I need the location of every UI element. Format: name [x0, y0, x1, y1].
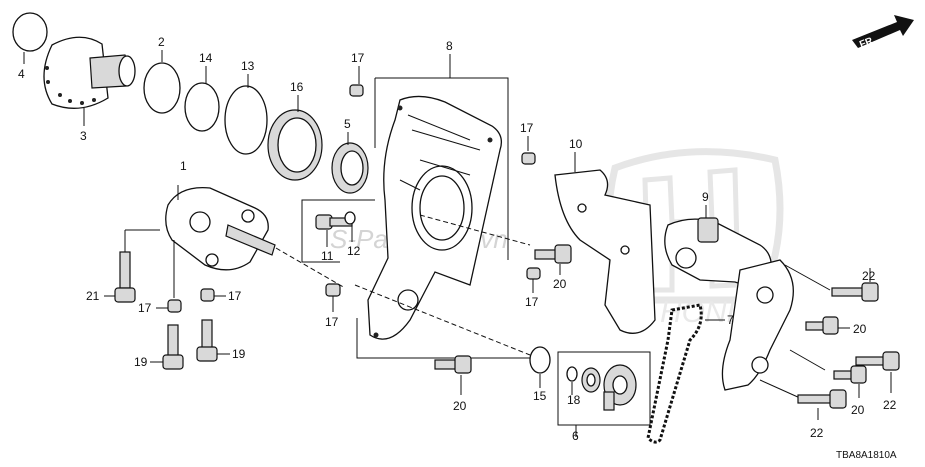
label-part-7: 7	[727, 313, 734, 327]
bolt-part-20-plate	[534, 244, 572, 264]
diagram-code: TBA8A1810A	[836, 450, 897, 461]
label-part-13: 13	[241, 59, 255, 73]
seal-ring-part-14	[184, 82, 220, 132]
stator-shaft-part-3	[43, 36, 136, 109]
drive-gear-part-6	[557, 351, 651, 426]
bolt-part-11	[315, 214, 353, 230]
separator-plate-assembly-part-8	[301, 54, 540, 359]
plate-part-10	[554, 169, 656, 334]
label-part-2: 2	[158, 35, 165, 49]
label-part-19-a: 19	[134, 355, 148, 369]
o-ring-part-4	[12, 12, 48, 52]
label-part-16: 16	[290, 80, 304, 94]
label-part-17-right: 17	[520, 121, 534, 135]
bolt-part-19-b	[196, 319, 218, 362]
drive-chain-part-7	[646, 303, 703, 444]
label-part-12: 12	[347, 244, 361, 258]
label-part-4: 4	[18, 67, 25, 81]
bolt-part-20-center	[434, 355, 472, 374]
label-part-22-a: 22	[862, 269, 876, 283]
label-part-15: 15	[533, 389, 547, 403]
cover-part-right	[721, 259, 831, 399]
oil-seal-part-16	[267, 109, 323, 181]
snap-ring-part-15	[529, 346, 551, 374]
front-indicator-label: FR.	[858, 35, 877, 51]
label-part-10: 10	[569, 137, 583, 151]
label-part-17-b: 17	[228, 289, 242, 303]
label-part-18: 18	[567, 393, 581, 407]
label-part-21: 21	[86, 289, 100, 303]
label-part-17-c: 17	[325, 315, 339, 329]
bolt-part-20-right-b	[833, 365, 867, 384]
dowel-pin-part-17-d	[526, 267, 541, 280]
label-part-17-a: 17	[138, 301, 152, 315]
label-part-11: 11	[321, 249, 334, 263]
dowel-pin-part-17-c	[325, 283, 341, 297]
label-part-6: 6	[572, 429, 579, 443]
label-part-17-d: 17	[525, 295, 539, 309]
dowel-pin-part-17-b	[200, 288, 215, 302]
label-part-19-b: 19	[232, 347, 246, 361]
label-part-8: 8	[446, 39, 453, 53]
label-part-14: 14	[199, 51, 213, 65]
label-part-5: 5	[344, 117, 351, 131]
label-part-3: 3	[80, 129, 87, 143]
bolt-part-22-c	[797, 389, 847, 409]
label-part-20-plate: 20	[553, 277, 567, 291]
bolt-part-20-right-a	[805, 316, 839, 335]
snap-ring-part-13	[224, 85, 268, 155]
label-part-9: 9	[702, 190, 709, 204]
bolt-part-21	[114, 251, 136, 303]
seal-ring-part-2	[143, 62, 181, 114]
label-part-22-b: 22	[883, 398, 897, 412]
oil-pump-part-1	[165, 185, 276, 271]
dowel-pin-part-17-a	[167, 299, 182, 313]
label-part-20-center: 20	[453, 399, 467, 413]
washer-part-12	[344, 211, 356, 225]
label-part-1: 1	[180, 159, 187, 173]
bolt-part-22-b	[855, 351, 900, 371]
part-number-labels: 4 3 2 14 13 16 5 17 8 17 10 9 1 11 12 20…	[18, 35, 897, 461]
bolt-part-22-a	[831, 282, 879, 302]
bolt-part-19-a	[162, 324, 184, 370]
label-part-17-top: 17	[351, 51, 365, 65]
dowel-pin-part-17-right	[521, 152, 536, 165]
label-part-22-c: 22	[810, 426, 824, 440]
label-part-20-right-a: 20	[853, 322, 867, 336]
dowel-pin-part-17-top	[349, 84, 364, 97]
bearing-part-5	[331, 142, 369, 194]
label-part-20-right-b: 20	[851, 403, 865, 417]
front-direction-arrow: FR.	[852, 15, 914, 51]
